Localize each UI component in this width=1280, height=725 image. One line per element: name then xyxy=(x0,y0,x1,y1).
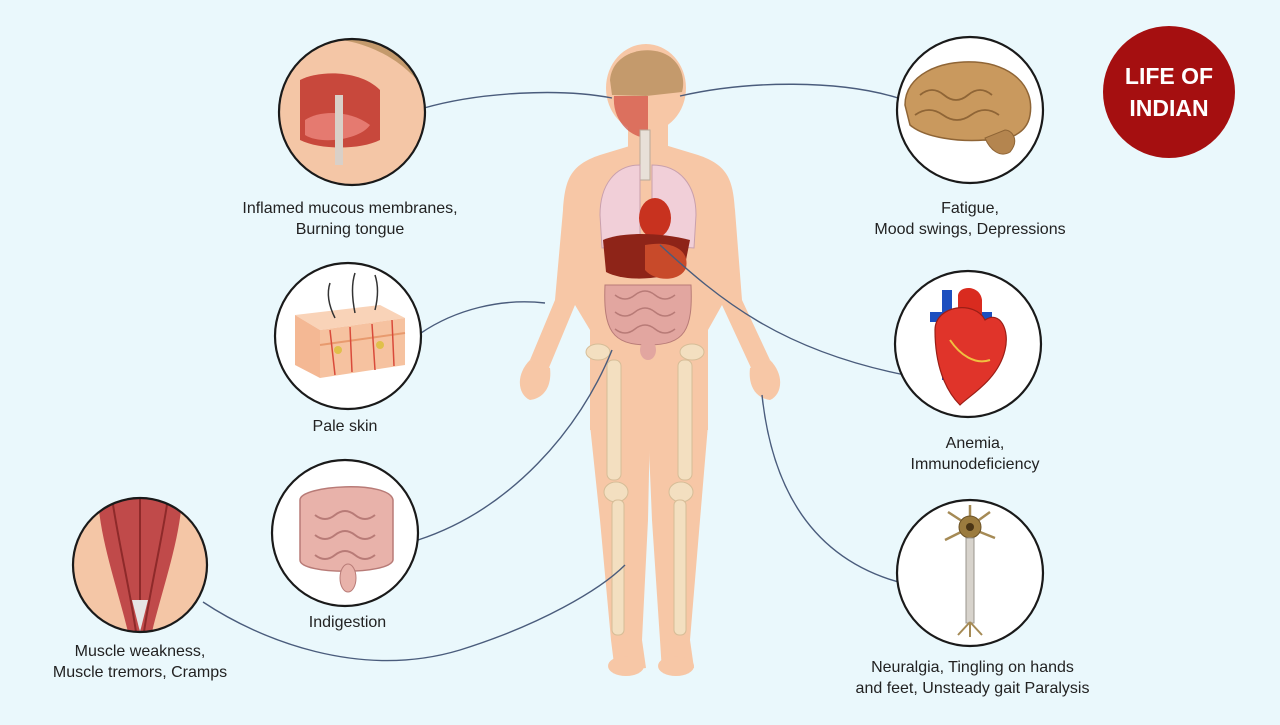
heart-icon xyxy=(893,269,1043,419)
label-muscle: Muscle weakness, Muscle tremors, Cramps xyxy=(30,641,250,683)
label-heart-line1: Anemia, xyxy=(945,435,1005,452)
connector-nerve xyxy=(761,394,911,586)
label-brain-line1: Fatigue, xyxy=(941,200,999,217)
label-muscle-line2: Muscle tremors, Cramps xyxy=(52,664,228,681)
label-skin: Pale skin xyxy=(270,416,420,437)
intestines-icon xyxy=(270,458,420,608)
connector-muscle xyxy=(202,564,626,662)
connector-lines xyxy=(202,83,911,662)
human-body xyxy=(519,44,781,676)
label-indigestion-line1: Indigestion xyxy=(308,614,387,631)
label-nerve-line1: Neuralgia, Tingling on hands xyxy=(871,659,1074,676)
label-muscle-line1: Muscle weakness, xyxy=(74,643,206,660)
label-nerve-line2: and feet, Unsteady gait Paralysis xyxy=(855,680,1090,697)
label-heart: Anemia, Immunodeficiency xyxy=(870,433,1080,475)
brand-badge: LIFE OF INDIAN xyxy=(1103,26,1235,158)
connector-heart xyxy=(659,244,906,376)
connector-brain xyxy=(679,83,899,99)
connector-skin xyxy=(420,301,546,334)
label-nerve: Neuralgia, Tingling on hands and feet, U… xyxy=(820,657,1125,699)
mouth-cross-section-icon xyxy=(277,37,427,187)
label-mucous: Inflamed mucous membranes, Burning tongu… xyxy=(215,198,485,240)
label-mucous-line1: Inflamed mucous membranes, xyxy=(242,200,458,217)
brand-badge-line2: INDIAN xyxy=(1129,95,1209,121)
skin-layers-icon xyxy=(273,261,423,411)
label-heart-line2: Immunodeficiency xyxy=(910,456,1040,473)
muscle-icon xyxy=(71,496,209,634)
label-brain: Fatigue, Mood swings, Depressions xyxy=(840,198,1100,240)
brain-icon xyxy=(895,35,1045,185)
connector-mucous xyxy=(423,91,613,109)
connector-indigestion xyxy=(417,349,613,541)
neuron-icon xyxy=(895,498,1045,648)
label-indigestion: Indigestion xyxy=(270,612,425,633)
label-brain-line2: Mood swings, Depressions xyxy=(874,221,1066,238)
label-skin-line1: Pale skin xyxy=(312,418,378,435)
label-mucous-line2: Burning tongue xyxy=(295,221,405,238)
brand-badge-line1: LIFE OF xyxy=(1124,63,1214,89)
